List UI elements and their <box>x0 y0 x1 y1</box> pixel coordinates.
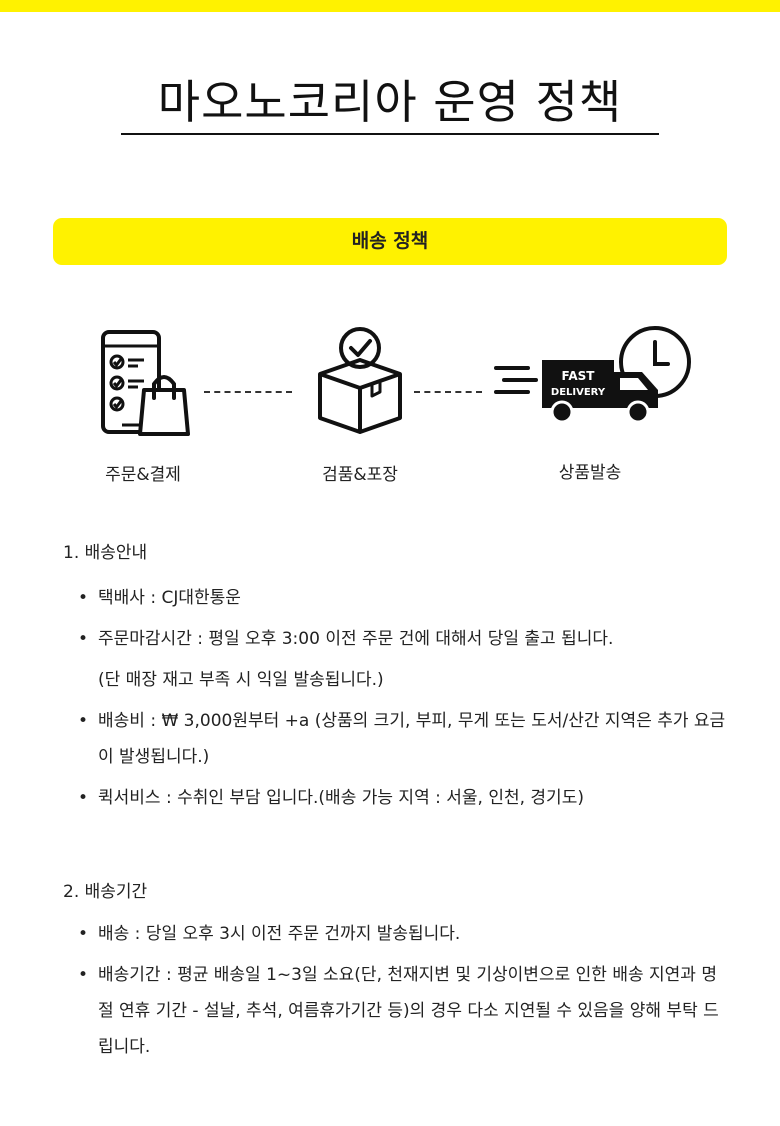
step-label-order: 주문&결제 <box>105 465 181 485</box>
section-banner: 배송 정책 <box>53 218 727 265</box>
truck-text-delivery: DELIVERY <box>551 387 606 398</box>
title-underline <box>121 133 659 135</box>
step-label-shipping: 상품발송 <box>558 463 622 483</box>
section-heading-delivery-info: 1. 배송안내 <box>63 543 148 563</box>
box-check-icon <box>318 327 402 434</box>
list-item: 택배사 : CJ대한통운 <box>78 580 728 616</box>
step-connector <box>204 391 292 393</box>
list-item: 주문마감시간 : 평일 오후 3:00 이전 주문 건에 대해서 당일 출고 됩… <box>78 621 728 698</box>
list-item-text: 배송 : 당일 오후 3시 이전 주문 건까지 발송됩니다. <box>98 924 461 944</box>
list-item-text: 배송기간 : 평균 배송일 1~3일 소요(단, 천재지변 및 기상이변으로 인… <box>98 965 719 1057</box>
truck-text-fast: FAST <box>562 369 596 383</box>
list-item: 퀵서비스 : 수취인 부담 입니다.(배송 가능 지역 : 서울, 인천, 경기… <box>78 780 728 816</box>
list-item-text: 주문마감시간 : 평일 오후 3:00 이전 주문 건에 대해서 당일 출고 됩… <box>98 629 614 649</box>
step-connector <box>414 391 482 393</box>
list-item: 배송 : 당일 오후 3시 이전 주문 건까지 발송됩니다. <box>78 916 728 952</box>
phone-checklist-bag-icon <box>101 330 190 436</box>
list-item-text: 배송비 : ₩ 3,000원부터 +a (상품의 크기, 부피, 무게 또는 도… <box>98 711 726 767</box>
top-accent-bar <box>0 0 780 12</box>
fast-delivery-truck-icon: FAST DELIVERY <box>494 326 691 424</box>
page-title: 마오노코리아 운영 정책 <box>157 75 623 129</box>
delivery-info-list: 택배사 : CJ대한통운 주문마감시간 : 평일 오후 3:00 이전 주문 건… <box>78 580 728 816</box>
list-item-text: 택배사 : CJ대한통운 <box>98 588 241 608</box>
list-item-subtext: (단 매장 재고 부족 시 익일 발송됩니다.) <box>98 670 384 690</box>
list-item: 배송비 : ₩ 3,000원부터 +a (상품의 크기, 부피, 무게 또는 도… <box>78 703 728 775</box>
section-heading-delivery-period: 2. 배송기간 <box>63 882 148 902</box>
step-label-inspection: 검품&포장 <box>322 465 398 485</box>
list-item: 배송기간 : 평균 배송일 1~3일 소요(단, 천재지변 및 기상이변으로 인… <box>78 957 728 1065</box>
delivery-period-list: 배송 : 당일 오후 3시 이전 주문 건까지 발송됩니다. 배송기간 : 평균… <box>78 916 728 1065</box>
list-item-text: 퀵서비스 : 수취인 부담 입니다.(배송 가능 지역 : 서울, 인천, 경기… <box>98 788 584 808</box>
